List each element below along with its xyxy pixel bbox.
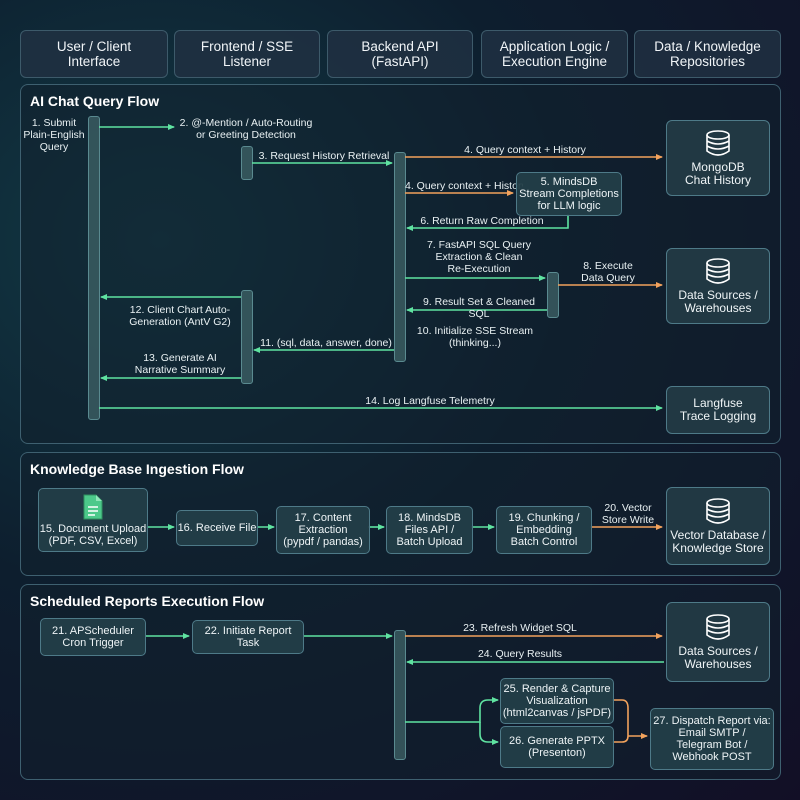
- lane-header-backend: Backend API (FastAPI): [327, 30, 473, 78]
- step-14-label: 14. Log Langfuse Telemetry: [365, 395, 495, 407]
- step-16-node: 16. Receive File: [176, 510, 258, 546]
- lane-header-user: User / Client Interface: [20, 30, 168, 78]
- step-19-node: 19. Chunking / Embedding Batch Control: [496, 506, 592, 554]
- step-4a-label: 4. Query context + History: [464, 144, 586, 156]
- step-5-node: 5. MindsDB Stream Completions for LLM lo…: [516, 172, 622, 216]
- step-6-label: 6. Return Raw Completion: [420, 215, 544, 227]
- repo-vector-db: Vector Database / Knowledge Store: [666, 487, 770, 565]
- repo-langfuse: Langfuse Trace Logging: [666, 386, 770, 434]
- repo-mongodb: MongoDB Chat History: [666, 120, 770, 196]
- repo-data-sources-chat-label: Data Sources / Warehouses: [678, 288, 758, 315]
- section-title-kb: Knowledge Base Ingestion Flow: [30, 461, 244, 477]
- step-3-label: 3. Request History Retrieval: [258, 150, 390, 162]
- step-7-label: 7. FastAPI SQL Query Extraction & Clean …: [426, 239, 532, 275]
- step-23-label: 23. Refresh Widget SQL: [463, 622, 577, 634]
- database-icon: [706, 130, 730, 156]
- activation-bar-reports-backend: [394, 630, 406, 760]
- step-13-label: 13. Generate AI Narrative Summary: [134, 352, 226, 376]
- step-21-node: 21. APScheduler Cron Trigger: [40, 618, 146, 656]
- activation-bar-frontend-2: [241, 290, 253, 384]
- step-26-node: 26. Generate PPTX (Presenton): [500, 726, 614, 768]
- step-17-node: 17. Content Extraction (pypdf / pandas): [276, 506, 370, 554]
- step-20-label: 20. Vector Store Write: [601, 502, 655, 526]
- repo-data-sources-reports: Data Sources / Warehouses: [666, 602, 770, 682]
- lane-header-logic: Application Logic / Execution Engine: [481, 30, 628, 78]
- arrow-26-out: [612, 735, 629, 743]
- arrow-to-25: [405, 697, 499, 723]
- step-15-label: 15. Document Upload (PDF, CSV, Excel): [39, 522, 147, 547]
- activation-bar-user: [88, 116, 100, 420]
- document-icon: [83, 494, 103, 519]
- repo-langfuse-label: Langfuse Trace Logging: [679, 396, 757, 423]
- step-10-label: 10. Initialize SSE Stream (thinking...): [416, 325, 534, 349]
- database-icon: [706, 258, 730, 284]
- step-24-label: 24. Query Results: [477, 648, 563, 660]
- lane-header-frontend: Frontend / SSE Listener: [174, 30, 320, 78]
- section-title-chat: AI Chat Query Flow: [30, 93, 160, 109]
- step-25-node: 25. Render & Capture Visualization (html…: [500, 678, 614, 724]
- step-9-label: 9. Result Set & Cleaned SQL: [422, 296, 536, 320]
- repo-data-sources-reports-label: Data Sources / Warehouses: [678, 644, 758, 671]
- repo-mongodb-label: MongoDB Chat History: [684, 160, 752, 187]
- step-18-node: 18. MindsDB Files API / Batch Upload: [386, 506, 473, 554]
- database-icon: [706, 498, 730, 524]
- section-title-reports: Scheduled Reports Execution Flow: [30, 593, 265, 609]
- step-22-node: 22. Initiate Report Task: [192, 620, 304, 654]
- step-27-node: 27. Dispatch Report via: Email SMTP / Te…: [650, 708, 774, 770]
- repo-data-sources-chat: Data Sources / Warehouses: [666, 248, 770, 324]
- step-8-label: 8. Execute Data Query: [581, 260, 635, 284]
- arrow-to-26: [479, 722, 499, 745]
- step-11-label: 11. (sql, data, answer, done): [260, 337, 392, 349]
- step-15-node: 15. Document Upload (PDF, CSV, Excel): [38, 488, 148, 552]
- step-2-label: 2. @-Mention / Auto-Routing or Greeting …: [179, 117, 313, 141]
- activation-bar-backend: [394, 152, 406, 362]
- step-1-label: 1. Submit Plain-English Query: [23, 117, 85, 153]
- step-4b-label: 4. Query context + History: [405, 180, 523, 192]
- repo-vector-db-label: Vector Database / Knowledge Store: [670, 528, 766, 555]
- lane-header-repos: Data / Knowledge Repositories: [634, 30, 781, 78]
- arrow-25-out: [612, 699, 629, 736]
- step-12-label: 12. Client Chart Auto- Generation (AntV …: [129, 304, 231, 328]
- database-icon: [706, 614, 730, 640]
- arrow-6: [406, 214, 569, 231]
- activation-bar-logic: [547, 272, 559, 318]
